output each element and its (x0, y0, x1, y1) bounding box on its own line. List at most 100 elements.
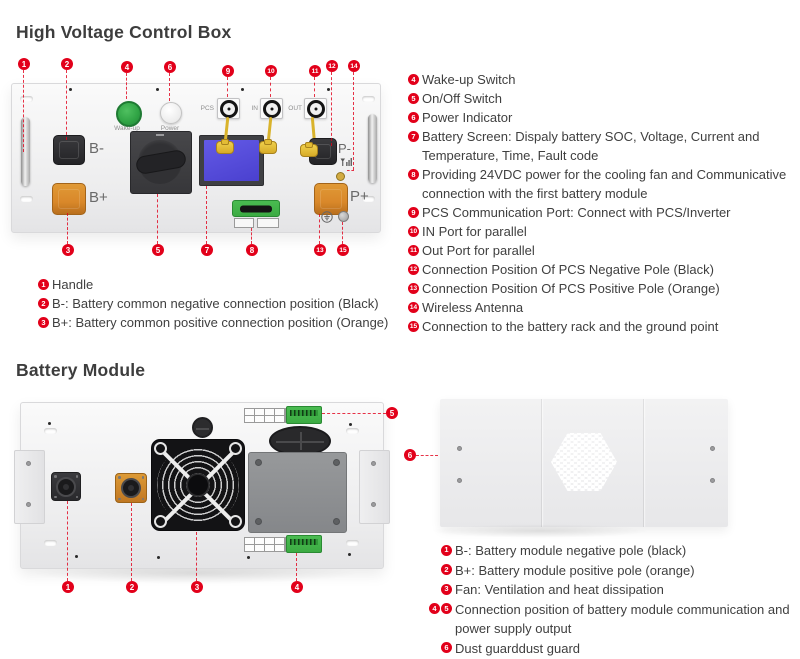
legend-item-number: 2 (441, 564, 452, 575)
corner-pin (141, 476, 144, 479)
legend-item: 7 Battery Screen: Dispaly battery SOC, V… (406, 127, 798, 165)
legend-item: 14 Wireless Antenna (406, 298, 798, 317)
b-plus-label: B+ (89, 189, 108, 206)
legend-item-number: 5 (408, 92, 419, 104)
breaker-mark (156, 134, 164, 136)
legend-item-number: 10 (408, 225, 419, 237)
screw (333, 518, 340, 525)
callout-badge: 11 (309, 65, 321, 77)
mount-slot (346, 540, 359, 546)
callout-badge: 15 (337, 244, 349, 256)
legend-item-number: 7 (408, 130, 419, 142)
legend-item: 4 Wake-up Switch (406, 70, 798, 89)
oval-cover (269, 426, 331, 456)
bracket-hole (371, 502, 376, 507)
terminal-print-table (244, 537, 286, 552)
control-box-right-legend: 4 Wake-up Switch 5 On/Off Switch 6 Power… (406, 70, 798, 336)
mount-slot (346, 428, 359, 434)
legend-item: 1 Handle (36, 275, 406, 294)
fan-mount-hole (229, 515, 242, 528)
port-pin (314, 107, 317, 110)
left-handle (21, 117, 30, 186)
screw (157, 556, 160, 559)
mount-slot (362, 196, 375, 202)
legend-item-text: Connection to the battery rack and the g… (422, 319, 719, 334)
control-box-left-legend: 1 Handle 2 B-: Battery common negative c… (36, 275, 406, 332)
power-indicator-button (160, 102, 182, 124)
legend-item-text: Fan: Ventilation and heat dissipation (455, 582, 664, 597)
in-port-cap (259, 141, 277, 154)
legend-item-number: 9 (408, 206, 419, 218)
corner-pin (118, 497, 121, 500)
b-plus-connector (52, 183, 86, 215)
sma-antenna-connector (336, 172, 345, 181)
connector-print-label (234, 218, 254, 228)
callout-badge: 8 (246, 244, 258, 256)
legend-item-number: 4 (408, 73, 419, 85)
bracket-hole (371, 461, 376, 466)
fan-mount-hole (154, 442, 167, 455)
callout-badge: 6 (404, 449, 416, 461)
legend-item-number: 1 (38, 278, 49, 290)
callout-badge: 2 (61, 58, 73, 70)
legend-item-number: 3 (38, 316, 49, 328)
corner-pin (75, 475, 78, 478)
corner-pin (54, 495, 57, 498)
legend-item-number: 15 (408, 320, 419, 332)
legend-item: 2 B+: Battery module positive pole (oran… (438, 561, 800, 581)
connector-slot (240, 205, 272, 212)
screw (255, 518, 262, 525)
terminal-print-table (244, 408, 286, 423)
legend-item: 3 Fan: Ventilation and heat dissipation (438, 580, 800, 600)
section-title-control-box: High Voltage Control Box (16, 22, 232, 42)
legend-item-text: B+: Battery common positive connection p… (52, 315, 389, 330)
corner-pin (75, 495, 78, 498)
legend-item-text: PCS Communication Port: Connect with PCS… (422, 205, 731, 220)
legend-item: 13 Connection Position Of PCS Positive P… (406, 279, 798, 298)
pcs-port (217, 98, 240, 119)
panel-seam (643, 399, 644, 527)
callout-badge: 5 (152, 244, 164, 256)
connector-detail (59, 141, 79, 159)
legend-item-text: On/Off Switch (422, 91, 502, 106)
legend-item-text: Out Port for parallel (422, 243, 535, 258)
legend-item: 11 Out Port for parallel (406, 241, 798, 260)
callout-badge: 3 (62, 244, 74, 256)
right-bracket (359, 450, 390, 524)
legend-item-number: 12 (408, 263, 419, 275)
panel-hole (710, 446, 715, 451)
legend-item-text: Providing 24VDC power for the cooling fa… (422, 167, 787, 201)
callout-badge: 5 (386, 407, 398, 419)
legend-item: 12 Connection Position Of PCS Negative P… (406, 260, 798, 279)
mount-slot (20, 96, 33, 102)
panel-hole (457, 446, 462, 451)
pcs-port-cap (216, 141, 234, 154)
bracket-hole (26, 461, 31, 466)
power-comm-connector (232, 200, 280, 217)
mount-slot (44, 540, 57, 546)
callout-badge: 6 (164, 61, 176, 73)
screw (69, 88, 72, 91)
section-title-battery-module: Battery Module (16, 360, 146, 380)
callout-badge: 12 (326, 60, 338, 72)
right-handle (368, 114, 377, 183)
cooling-fan (151, 439, 245, 531)
fan-mount-hole (229, 442, 242, 455)
screw (255, 459, 262, 466)
legend-item-number: 2 (38, 297, 49, 309)
callout-line (416, 455, 438, 456)
mount-slot (44, 428, 57, 434)
out-port-label: OUT (288, 105, 302, 112)
legend-item-number: 3 (441, 583, 452, 595)
screw (247, 556, 250, 559)
connector-plug (121, 478, 141, 498)
wakeup-button (116, 101, 142, 127)
corner-pin (141, 497, 144, 500)
antenna-icon (340, 158, 352, 166)
pcs-port-label: PCS (200, 105, 214, 112)
legend-item: 8 Providing 24VDC power for the cooling … (406, 165, 798, 203)
screw (241, 88, 244, 91)
corner-pin (54, 475, 57, 478)
comm-terminal-top (286, 406, 322, 424)
